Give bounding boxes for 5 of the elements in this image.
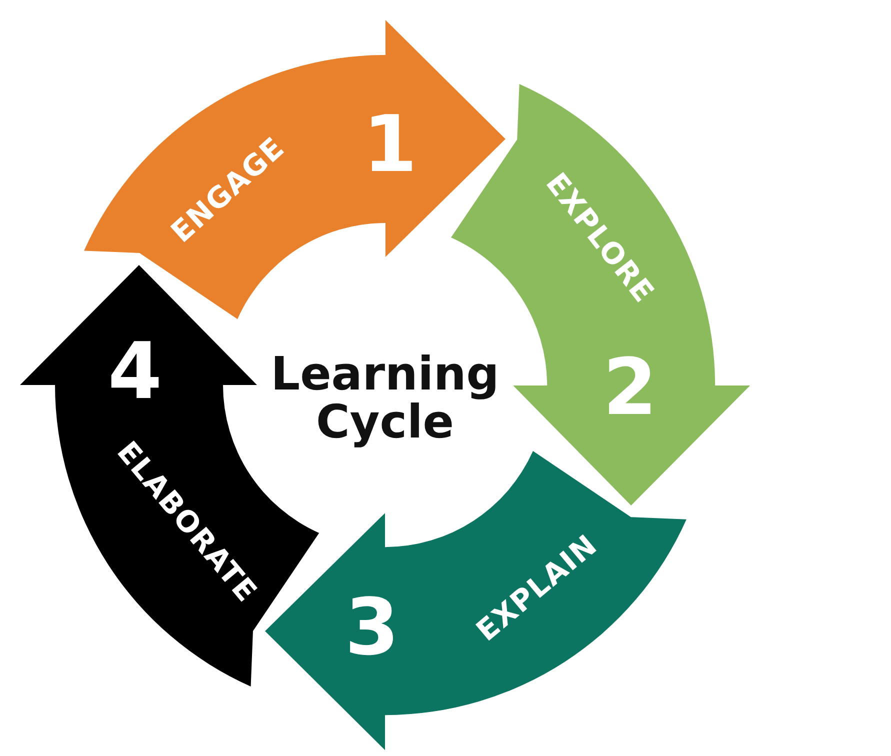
step-number: 3 xyxy=(344,588,400,667)
step-number: 4 xyxy=(108,333,162,411)
step-number: 2 xyxy=(602,348,658,427)
step-number: 1 xyxy=(362,106,418,184)
center-title: Learning Cycle xyxy=(270,350,500,446)
